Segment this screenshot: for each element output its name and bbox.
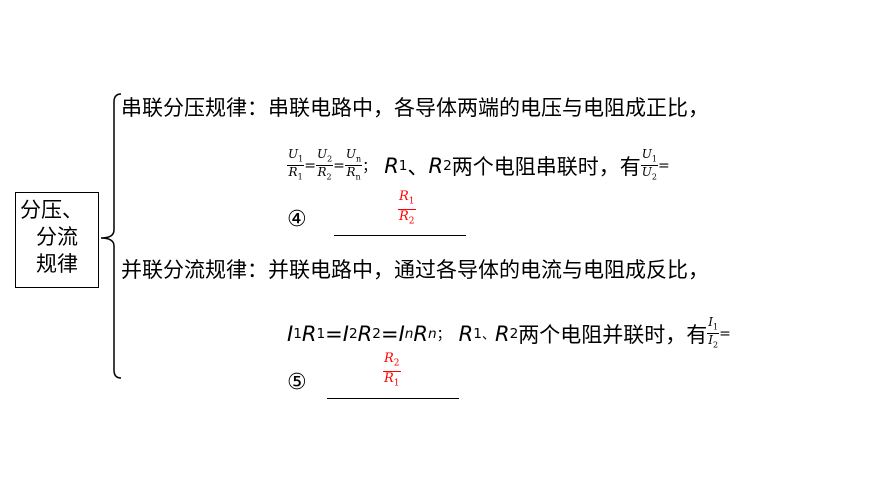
topic-line-1: 分压、 <box>20 198 83 222</box>
series-heading: 串联分压规律： <box>121 96 268 120</box>
topic-line-2: 分流 <box>36 225 78 249</box>
blank-marker-4: ④ <box>287 207 307 232</box>
parallel-heading: 并联分流规律： <box>121 258 268 282</box>
answer-4: R1 R2 <box>398 189 416 227</box>
parallel-statement: 并联电路中，通过各导体的电流与电阻成反比， <box>268 258 709 282</box>
curly-brace-icon <box>100 93 122 379</box>
series-rule-line: 串联分压规律：串联电路中，各导体两端的电压与电阻成正比， <box>121 92 709 122</box>
series-condition-text: 两个电阻串联时，有 <box>451 154 641 179</box>
blank-marker-5: ⑤ <box>287 370 307 395</box>
answer-blank-5 <box>327 398 459 399</box>
parallel-rule-line: 并联分流规律：并联电路中，通过各导体的电流与电阻成反比， <box>121 254 709 284</box>
parallel-condition-text: 两个电阻并联时，有 <box>518 322 708 347</box>
topic-line-3: 规律 <box>36 252 78 276</box>
series-statement: 串联电路中，各导体两端的电压与电阻成正比， <box>268 96 709 120</box>
answer-blank-4 <box>334 235 466 236</box>
topic-box: 分压、 分流 规律 <box>15 192 99 288</box>
answer-5: R2 R1 <box>383 351 401 389</box>
